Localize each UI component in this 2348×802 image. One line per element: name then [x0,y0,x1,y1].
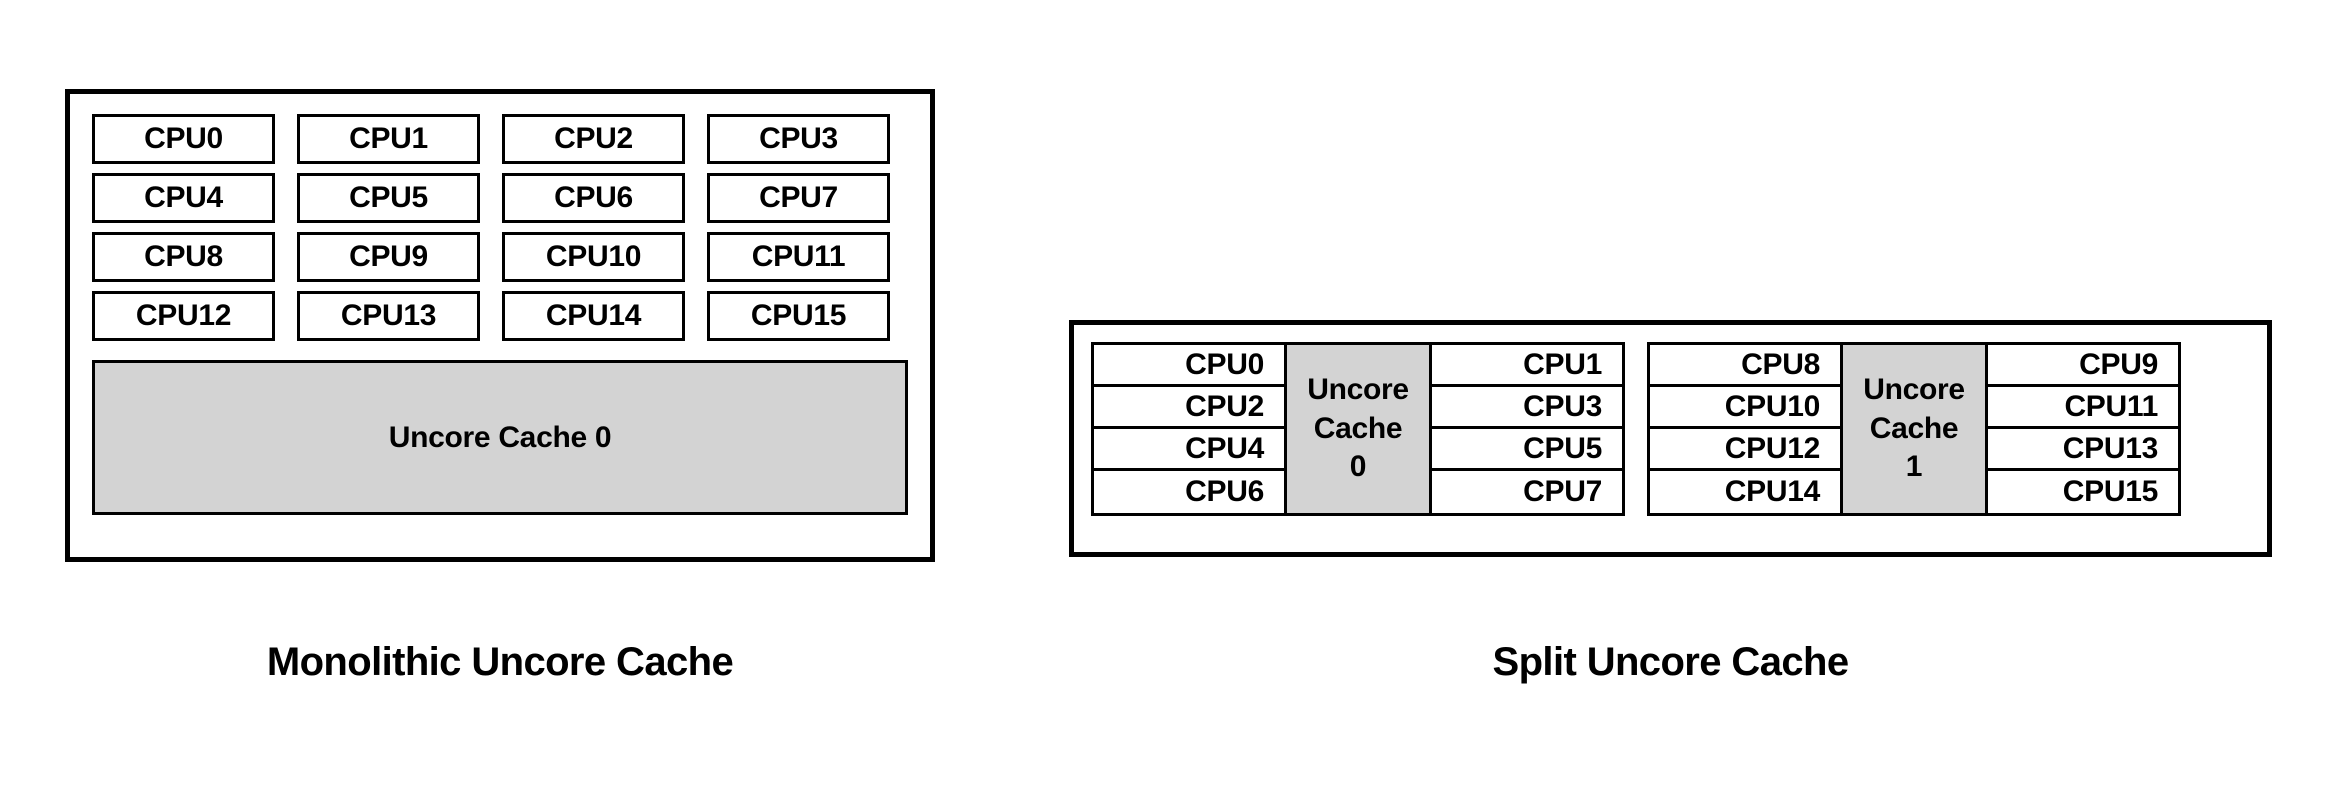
cpu-box: CPU10 [1650,387,1840,429]
cpu-box: CPU1 [1432,345,1622,387]
cpu-column-right: CPU1 CPU3 CPU5 CPU7 [1432,345,1622,513]
cpu-box: CPU4 [92,173,275,223]
cpu-box: CPU9 [297,232,480,282]
cpu-box: CPU3 [1432,387,1622,429]
cpu-box: CPU11 [1988,387,2178,429]
uncore-cache-index: 1 [1905,450,1923,484]
cpu-box: CPU8 [92,232,275,282]
split-clusters-container: CPU0 CPU2 CPU4 CPU6 Uncore Cache 0 CPU1 … [1091,342,2181,516]
split-cluster: CPU8 CPU10 CPU12 CPU14 Uncore Cache 1 CP… [1647,342,2181,516]
monolithic-uncore-cache-diagram: CPU0 CPU1 CPU2 CPU3 CPU4 CPU5 CPU6 CPU7 … [65,89,935,562]
cpu-box: CPU0 [92,114,275,164]
cpu-box: CPU11 [707,232,890,282]
cpu-box: CPU12 [1650,429,1840,471]
cpu-box: CPU0 [1094,345,1284,387]
uncore-cache-line-2: Cache [1313,411,1403,445]
cpu-box: CPU10 [502,232,685,282]
cpu-column-left: CPU8 CPU10 CPU12 CPU14 [1650,345,1840,513]
split-cluster: CPU0 CPU2 CPU4 CPU6 Uncore Cache 0 CPU1 … [1091,342,1625,516]
uncore-cache-line-2: Cache [1869,411,1959,445]
monolithic-caption: Monolithic Uncore Cache [266,640,734,684]
cpu-column-right: CPU9 CPU11 CPU13 CPU15 [1988,345,2178,513]
split-uncore-cache-diagram: CPU0 CPU2 CPU4 CPU6 Uncore Cache 0 CPU1 … [1069,320,2272,557]
uncore-cache-line-1: Uncore [1863,373,1965,407]
cpu-box: CPU13 [1988,429,2178,471]
cpu-box: CPU5 [1432,429,1622,471]
cpu-box: CPU6 [502,173,685,223]
cpu-box: CPU7 [1432,471,1622,513]
cpu-box: CPU2 [502,114,685,164]
split-caption: Split Uncore Cache [1492,640,1850,684]
cpu-box: CPU15 [1988,471,2178,513]
cpu-box: CPU5 [297,173,480,223]
uncore-cache-block: Uncore Cache 1 [1840,345,1988,513]
cpu-box: CPU12 [92,291,275,341]
uncore-cache-block: Uncore Cache 0 [1284,345,1432,513]
cpu-box: CPU9 [1988,345,2178,387]
cpu-box: CPU2 [1094,387,1284,429]
uncore-cache-block: Uncore Cache 0 [92,360,908,515]
cpu-box: CPU14 [1650,471,1840,513]
cpu-box: CPU15 [707,291,890,341]
cpu-column-left: CPU0 CPU2 CPU4 CPU6 [1094,345,1284,513]
cpu-box: CPU13 [297,291,480,341]
uncore-cache-index: 0 [1349,450,1367,484]
cpu-box: CPU6 [1094,471,1284,513]
cpu-box: CPU14 [502,291,685,341]
cpu-box: CPU1 [297,114,480,164]
uncore-cache-line-1: Uncore [1307,373,1409,407]
cpu-box: CPU4 [1094,429,1284,471]
monolithic-cpu-grid: CPU0 CPU1 CPU2 CPU3 CPU4 CPU5 CPU6 CPU7 … [92,114,908,341]
cpu-box: CPU7 [707,173,890,223]
cpu-box: CPU3 [707,114,890,164]
cpu-box: CPU8 [1650,345,1840,387]
